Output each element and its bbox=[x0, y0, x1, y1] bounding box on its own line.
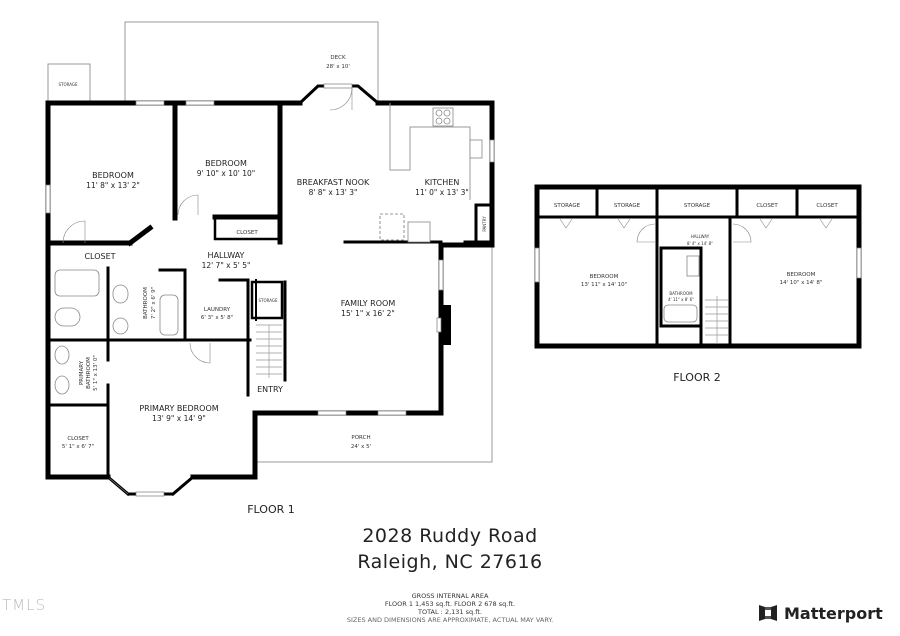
floor1-primary-closet-label: CLOSET bbox=[67, 436, 89, 442]
floor1-entry-label: ENTRY bbox=[257, 385, 283, 394]
area-floors: FLOOR 1 1,453 sq.ft. FLOOR 2 678 sq.ft. bbox=[384, 600, 516, 608]
floor2-storage1-label: STORAGE bbox=[554, 203, 581, 209]
floor1-primary-bedroom-label: PRIMARY BEDROOM bbox=[139, 404, 218, 413]
matterport-brand: Matterport bbox=[758, 603, 883, 623]
area-disclaimer: SIZES AND DIMENSIONS ARE APPROXIMATE, AC… bbox=[346, 616, 554, 624]
floor1-hallway-label: HALLWAY bbox=[208, 251, 245, 260]
floor1-pantry-label: PANTRY bbox=[482, 216, 487, 232]
floor1-stair-storage-label: STORAGE bbox=[258, 298, 278, 303]
floor1-primary-bedroom-dim: 13' 9" x 14' 9" bbox=[152, 414, 206, 423]
floor1-deck-dim: 28' x 10' bbox=[326, 64, 350, 70]
matterport-name: Matterport bbox=[784, 603, 883, 623]
floor2-bedroom-right-label: BEDROOM bbox=[787, 272, 816, 278]
floor1-primary-bathroom-label-2: BATHROOM bbox=[86, 357, 92, 389]
floor1-primary-bathroom-label-1: PRIMARY bbox=[79, 360, 85, 385]
floor1-bedroom2-closet-label: CLOSET bbox=[236, 230, 258, 236]
floor1-porch-label: PORCH bbox=[351, 435, 370, 441]
address-line-2: Raleigh, NC 27616 bbox=[357, 551, 543, 573]
floor2-hallway-label: HALLWAY bbox=[691, 234, 710, 239]
floor2-bathroom-dim: 4' 11" x 8' 6" bbox=[668, 297, 694, 302]
floor2-closet1-label: CLOSET bbox=[756, 203, 778, 209]
floor1-outside-storage-label: STORAGE bbox=[58, 82, 78, 87]
floor1-bedroom2-dim: 9' 10" x 10' 10" bbox=[197, 169, 255, 178]
floor1-primary-closet-dim: 5' 1" x 6' 7" bbox=[62, 444, 94, 450]
floor1-laundry-label: LAUNDRY bbox=[204, 307, 231, 313]
matterport-logo-icon bbox=[759, 605, 777, 621]
floor-2-plan: STORAGE STORAGE STORAGE CLOSET CLOSET BE… bbox=[534, 184, 862, 384]
floor1-deck-label: DECK bbox=[330, 55, 346, 61]
floor1-bedroom1-closet-label: CLOSET bbox=[84, 252, 115, 261]
gross-internal-area: GROSS INTERNAL AREA FLOOR 1 1,453 sq.ft.… bbox=[0, 592, 900, 624]
tmls-watermark: TMLS bbox=[2, 596, 46, 614]
floor2-bedroom-left-dim: 13' 11" x 14' 10" bbox=[581, 282, 627, 288]
area-total: TOTAL : 2,131 sq.ft. bbox=[418, 608, 482, 616]
floor2-bedroom-left-label: BEDROOM bbox=[590, 274, 619, 280]
deck-outline bbox=[124, 21, 379, 103]
floor2-bedroom-right-dim: 14' 10" x 14' 8" bbox=[780, 280, 823, 286]
floor1-bedroom1-dim: 11' 8" x 13' 2" bbox=[86, 181, 140, 190]
floor1-bedroom1-label: BEDROOM bbox=[92, 171, 134, 180]
floor2-storage3-label: STORAGE bbox=[684, 203, 711, 209]
floor-1-plan: STORAGE DECK 28' x 10' BEDROOM 11' 8" x … bbox=[45, 21, 495, 516]
floor2-hallway-dim: 8' 4" x 14' 8" bbox=[687, 241, 713, 246]
floor2-bathroom-label: BATHROOM bbox=[669, 291, 693, 296]
address-line-1: 2028 Ruddy Road bbox=[362, 525, 538, 547]
floor2-closet2-label: CLOSET bbox=[816, 203, 838, 209]
floor1-breakfast-nook-label: BREAKFAST NOOK bbox=[297, 178, 370, 187]
floor2-storage2-label: STORAGE bbox=[614, 203, 641, 209]
floor1-bedroom2-label: BEDROOM bbox=[205, 159, 247, 168]
floor1-bathroom-dim: 7' 2" x 6' 9" bbox=[151, 287, 157, 319]
floor1-hallway-dim: 12' 7" x 5' 5" bbox=[202, 261, 251, 270]
floor1-laundry-dim: 6' 3" x 5' 8" bbox=[201, 315, 233, 321]
floor1-family-room-label: FAMILY ROOM bbox=[341, 299, 396, 308]
floor-1-label: FLOOR 1 bbox=[247, 503, 295, 516]
area-title: GROSS INTERNAL AREA bbox=[411, 592, 489, 600]
floor-2-label: FLOOR 2 bbox=[673, 371, 721, 384]
floor1-porch-dim: 24' x 5' bbox=[351, 444, 371, 450]
floor1-breakfast-nook-dim: 8' 8" x 13' 3" bbox=[309, 188, 358, 197]
porch-outline bbox=[254, 244, 493, 463]
floor1-kitchen-dim: 11' 0" x 13' 3" bbox=[415, 188, 469, 197]
floor1-family-room-dim: 15' 1" x 16' 2" bbox=[341, 309, 395, 318]
floor1-primary-bathroom-dim: 5' 1" x 13' 0" bbox=[93, 355, 99, 391]
floor1-bathroom-label: BATHROOM bbox=[143, 287, 149, 319]
floor1-kitchen-label: KITCHEN bbox=[425, 178, 460, 187]
